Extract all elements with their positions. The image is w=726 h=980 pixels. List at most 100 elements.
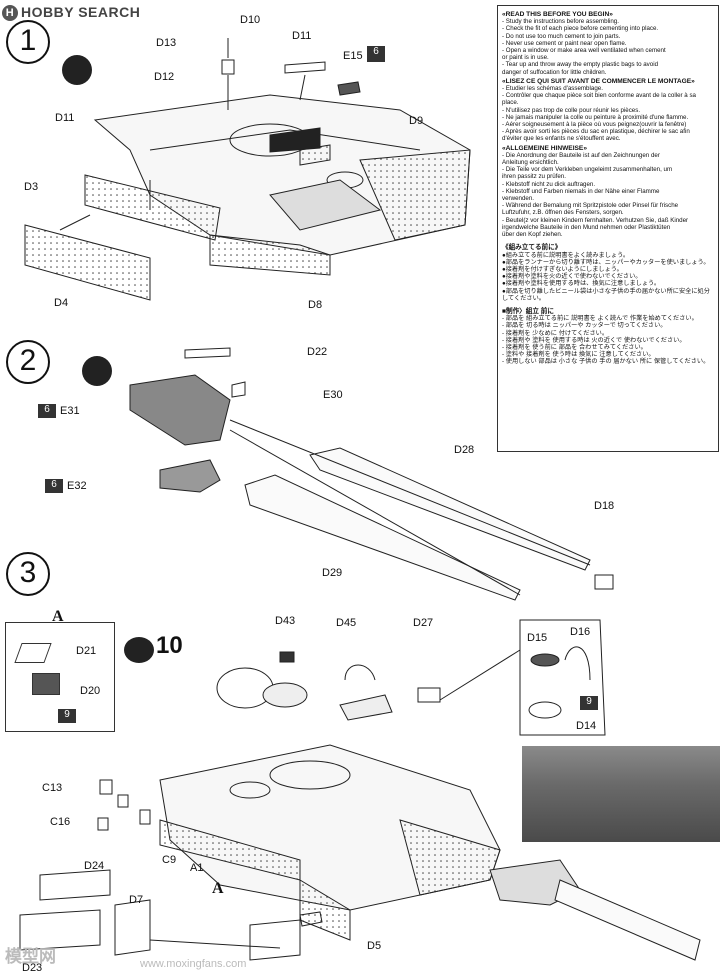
sub-assembly-box-a: A D21 D20 9 xyxy=(5,608,115,732)
notes-kr: - 部品を 組み立てる前に 説明書を よく読んで 作業を始めてください。 - 部… xyxy=(502,315,714,365)
cement-icon xyxy=(82,356,112,386)
note-line: ●組み立てる前に説明書をよく読みましょう。 xyxy=(502,251,630,259)
note-line: - Die Anordnung der Bauteile ist auf den… xyxy=(502,151,660,159)
part-label: D18 xyxy=(594,500,615,512)
notes-fr: - Etudier les schémas d'assemblage. - Co… xyxy=(502,85,714,143)
note-line: - 塗料や 接着剤を 使う時は 換気に 注意してください。 xyxy=(502,351,655,359)
watermark: 模型网 xyxy=(5,947,56,966)
note-line: ●接着剤や塗料を火の近くで使わないでください。 xyxy=(502,273,642,281)
color-ref-icon: 9 xyxy=(580,696,598,710)
note-line: - Klebstoff und Farben niemals in der Nä… xyxy=(502,187,660,195)
note-line: ●接着剤を付けすぎないようにしましょう。 xyxy=(502,265,623,273)
note-line: danger of suffocation for little childre… xyxy=(502,68,607,76)
note-line: - 接着剤を 使う前に 部品を 合わせてみてください。 xyxy=(502,343,647,351)
note-line: - Ne jamais manipuler la colle ou peintu… xyxy=(502,113,689,121)
step-number: 2 xyxy=(6,340,50,384)
part-label: E15 xyxy=(343,50,363,62)
part-label: D45 xyxy=(336,617,357,629)
color-ref-icon: 6 xyxy=(367,46,385,62)
part-label: C9 xyxy=(162,854,177,866)
part-label: D16 xyxy=(570,626,591,638)
part-label: C13 xyxy=(42,782,63,794)
watermark-url: www.moxingfans.com xyxy=(140,958,247,970)
step2-gun-drawing xyxy=(129,347,614,601)
part-label: D20 xyxy=(80,685,101,697)
note-line: - Während der Bemalung mit Spritzpistole… xyxy=(502,202,679,210)
part-label: E31 xyxy=(60,405,80,417)
part-label: D15 xyxy=(527,632,548,644)
brand-name: HOBBY SEARCH xyxy=(21,4,141,20)
part-label: A1 xyxy=(190,862,204,874)
note-line: - 部品を 切る時は ニッパーや カッターで 切ってください。 xyxy=(502,322,667,330)
note-line: - Never use cement or paint near open fl… xyxy=(502,39,627,47)
part-label: D8 xyxy=(308,299,323,311)
part-d20-shape xyxy=(32,673,60,695)
part-label: D10 xyxy=(240,14,261,26)
note-line: - Tear up and throw away the empty plast… xyxy=(502,61,659,69)
note-line: - Etudier les schémas d'assemblage. xyxy=(502,85,603,93)
note-line: - 部品を 組み立てる前に 説明書を よく読んで 作業を始めてください。 xyxy=(502,315,698,323)
note-line: - Check the fit of each piece before cem… xyxy=(502,25,659,33)
part-label: D21 xyxy=(76,645,97,657)
note-line: Luftzufuhr, z.B. öffnen des Fensters, so… xyxy=(502,209,624,217)
part-label: D22 xyxy=(307,346,328,358)
step-ref-number: 10 xyxy=(156,632,183,659)
note-line: - Contrôler que chaque pièce soit bien c… xyxy=(502,92,696,100)
step1-turret-drawing xyxy=(24,38,471,301)
reference-photo xyxy=(522,746,720,842)
step-ref-icon xyxy=(124,637,154,663)
note-line: - Après avoir sorti les pièces du sac en… xyxy=(502,128,690,136)
part-label: D24 xyxy=(84,860,105,872)
instructions-notes-panel: «READ THIS BEFORE YOU BEGIN» - Study the… xyxy=(497,5,719,452)
note-line: - 使用しない 部品は 小さな 子供の 手の 届かない 所に 保管してください。 xyxy=(502,358,710,366)
part-label: D12 xyxy=(154,71,175,83)
part-label: D28 xyxy=(454,444,475,456)
note-line: ●部品をランナーから切り離す時は、ニッパーやカッターを使いましょう。 xyxy=(502,258,710,266)
part-label: D5 xyxy=(367,940,382,952)
part-label: D7 xyxy=(129,894,144,906)
notes-de: - Die Anordnung der Bauteile ist auf den… xyxy=(502,152,714,238)
note-line: - Die Teile vor dem Verkleben ungeleimt … xyxy=(502,166,673,174)
notes-jp-title: 《組み立てる前に》 xyxy=(502,244,562,252)
note-line: - Klebstoff nicht zu dick auftragen. xyxy=(502,180,596,188)
part-label: E30 xyxy=(323,389,343,401)
notes-kr-title: ■制作〉組立 前に xyxy=(502,307,554,315)
note-line: - 接着剤や 塗料を 使用する時は 火の近くで 使わないでください。 xyxy=(502,336,686,344)
note-line: ihren passitz zu prüfen. xyxy=(502,173,566,181)
part-label: D3 xyxy=(24,181,39,193)
step3-turret-drawing xyxy=(19,649,701,961)
note-line: ●接着剤や塗料を使用する時は、換気に注意しましょう。 xyxy=(502,280,661,288)
cement-icon xyxy=(62,55,92,85)
notes-de-title: «ALLGEMEINE HINWEISE» xyxy=(502,144,587,152)
note-line: - Study the instructions before assembli… xyxy=(502,18,619,26)
notes-jp: ●組み立てる前に説明書をよく読みましょう。 ●部品をランナーから切り離す時は、ニ… xyxy=(502,252,714,302)
note-line: place. xyxy=(502,99,519,107)
note-line: irgendwelche Bauteile in den Mund nehmen… xyxy=(502,223,671,231)
note-line: - Aérer soigneusement à la pièce où vous… xyxy=(502,121,687,129)
note-line: Anleitung ersichtlich. xyxy=(502,159,559,167)
sub-box-label: A xyxy=(52,608,64,625)
part-label: D4 xyxy=(54,297,69,309)
part-label: E32 xyxy=(67,480,87,492)
note-line: ●部品を切り離したビニール袋は小さな子供の手の届かない所に安全に処分してください… xyxy=(502,287,710,302)
color-ref-icon: 6 xyxy=(45,479,63,493)
note-line: - 接着剤を 少なめに 付けてください。 xyxy=(502,329,609,337)
color-ref-icon: 6 xyxy=(38,404,56,418)
part-label: D9 xyxy=(409,115,424,127)
note-line: - Open a window or make area well ventil… xyxy=(502,47,666,55)
note-line: - Do not use too much cement to join par… xyxy=(502,32,621,40)
step-number: 3 xyxy=(6,552,50,596)
note-line: über den Kopf ziehen. xyxy=(502,231,563,239)
color-ref-icon: 9 xyxy=(58,709,76,723)
step-number: 1 xyxy=(6,20,50,64)
part-label: D27 xyxy=(413,617,434,629)
part-label: C16 xyxy=(50,816,71,828)
part-label: D14 xyxy=(576,720,597,732)
note-line: verwenden. xyxy=(502,195,534,203)
part-label: D29 xyxy=(322,567,343,579)
note-line: d'éviter que les enfants ne s'étouffent … xyxy=(502,135,621,143)
notes-en: - Study the instructions before assembli… xyxy=(502,18,714,76)
notes-en-title: «READ THIS BEFORE YOU BEGIN» xyxy=(502,11,613,18)
